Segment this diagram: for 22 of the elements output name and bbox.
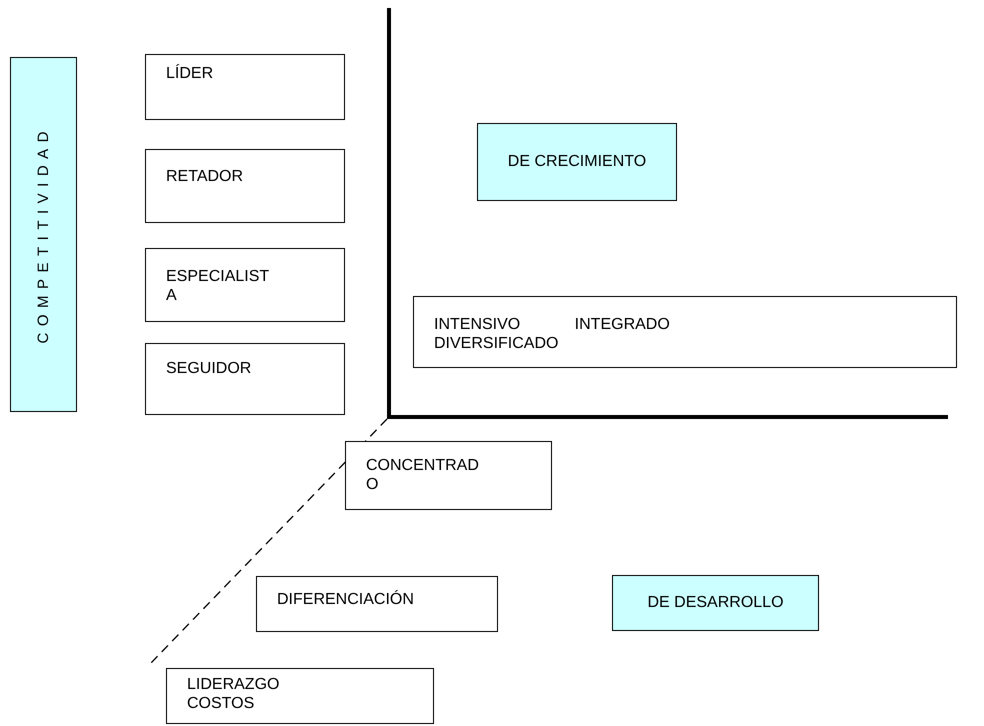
category-box: [145, 149, 345, 223]
box-label: LÍDER: [166, 65, 214, 83]
box-label: SEGUIDOR: [166, 360, 252, 378]
category-box: [145, 343, 345, 415]
strategy-box: [166, 668, 434, 724]
category-box: [145, 248, 345, 322]
strategy-box: [477, 123, 677, 201]
box-label: RETADOR: [166, 168, 244, 186]
box-label: DE CRECIMIENTO: [508, 153, 646, 171]
box-label: CONCENTRADO: [366, 456, 480, 494]
box-label: DE DESARROLLO: [647, 594, 784, 612]
strategy-box: [413, 296, 957, 368]
box-label: LIDERAZGO COSTOS: [187, 675, 280, 713]
strategy-box: [612, 575, 819, 631]
axis-title-box: [10, 57, 77, 412]
box-label: INTENSIVO INTEGRADO DIVERSIFICADO: [434, 315, 671, 353]
category-box: [145, 54, 345, 120]
box-label: DIFERENCIACIÓN: [277, 591, 415, 609]
axis-title: COMPETITIVIDAD: [35, 125, 52, 344]
strategy-box: [345, 441, 552, 510]
strategy-box: [256, 576, 498, 632]
box-label: ESPECIALISTA: [166, 267, 270, 305]
